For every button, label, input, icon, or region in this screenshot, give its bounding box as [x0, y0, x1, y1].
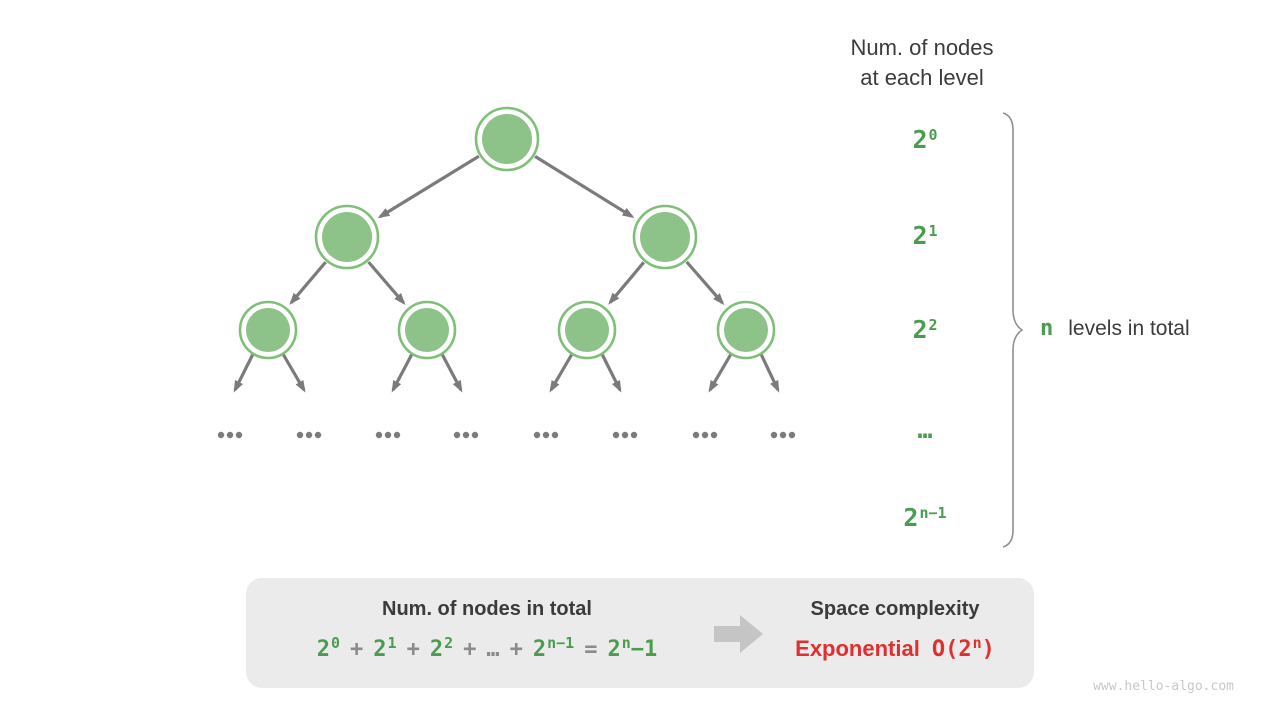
- formula-token: …: [486, 637, 500, 662]
- leaf-arrow: [600, 353, 622, 393]
- level-label-2-base: 2: [912, 315, 928, 344]
- ellipsis-dot: [305, 431, 313, 439]
- tree-node-ring: [474, 106, 540, 172]
- tree-edge: [289, 261, 327, 305]
- ellipsis-dot: [533, 431, 541, 439]
- formula-token: 21: [373, 634, 397, 662]
- complexity-value: Exponential O(2n): [770, 633, 1020, 668]
- ellipsis-dot: [788, 431, 796, 439]
- big-o-notation: O(2n): [931, 634, 995, 662]
- level-label-2-exp: 2: [928, 316, 938, 334]
- formula-token: +: [350, 637, 364, 662]
- tree-node-ring: [557, 300, 617, 360]
- tree-edge: [534, 155, 635, 219]
- tree-node-ring: [397, 300, 457, 360]
- levels-note: n levels in total: [1040, 316, 1190, 341]
- tree-node: [246, 308, 290, 352]
- column-header-line2: at each level: [860, 65, 984, 90]
- ellipsis-dot: [770, 431, 778, 439]
- formula-token: =: [584, 637, 598, 662]
- leaf-arrow: [281, 353, 306, 393]
- ellipsis-dot: [453, 431, 461, 439]
- level-label-0: 20: [855, 122, 995, 161]
- ellipsis-dot: [393, 431, 401, 439]
- ellipsis-dot: [542, 431, 550, 439]
- level-label-1-base: 2: [912, 221, 928, 250]
- tree-node: [405, 308, 449, 352]
- tree-node-ring: [716, 300, 776, 360]
- tree-node: [640, 212, 690, 262]
- ellipsis-dot: [462, 431, 470, 439]
- summary-panel: [246, 578, 1034, 688]
- tree-edge: [608, 261, 646, 305]
- leaf-arrow: [549, 353, 574, 393]
- level-label-n-1-base: 2: [903, 503, 919, 532]
- leaf-arrow: [440, 353, 463, 393]
- ellipsis-dot: [692, 431, 700, 439]
- big-o-exp: n: [972, 634, 982, 652]
- leaf-arrow: [759, 353, 780, 393]
- level-label-ellipsis: …: [855, 412, 995, 448]
- leaf-arrow: [708, 353, 733, 393]
- level-label-ellipsis-base: …: [917, 415, 933, 444]
- formula-token: 20: [316, 634, 341, 662]
- nodes-total-title: Num. of nodes in total: [382, 598, 592, 620]
- ellipsis-dot: [226, 431, 234, 439]
- ellipsis-dot: [375, 431, 383, 439]
- tree-node-ring: [632, 204, 698, 270]
- level-label-2: 22: [855, 312, 995, 351]
- tree-edge: [367, 260, 406, 305]
- formula-token: +: [463, 637, 477, 662]
- big-o-open: O(2: [931, 637, 972, 662]
- level-label-0-exp: 0: [928, 126, 938, 144]
- ellipsis-dot: [384, 431, 392, 439]
- ellipsis-dot: [612, 431, 620, 439]
- ellipsis-dot: [235, 431, 243, 439]
- watermark: www.hello-algo.com: [1093, 679, 1234, 694]
- leaf-arrow: [391, 353, 414, 393]
- levels-note-n: n: [1040, 316, 1054, 341]
- tree-node: [724, 308, 768, 352]
- leaf-arrow: [233, 353, 255, 393]
- ellipsis-dot: [630, 431, 638, 439]
- brace: [1002, 112, 1024, 548]
- formula-token: +: [509, 637, 523, 662]
- binary-tree: [217, 106, 796, 439]
- levels-note-text: levels in total: [1068, 317, 1190, 340]
- space-complexity-title: Space complexity: [810, 598, 980, 620]
- tree-node: [322, 212, 372, 262]
- level-label-1-exp: 1: [928, 222, 938, 240]
- ellipsis-dot: [779, 431, 787, 439]
- level-label-n-1-exp: n−1: [919, 504, 947, 522]
- formula-token: 22: [429, 634, 454, 662]
- column-header: Num. of nodes at each level: [822, 33, 1022, 93]
- level-label-1: 21: [855, 218, 995, 257]
- formula-token: 2n−1: [532, 634, 575, 662]
- tree-node-ring: [314, 204, 380, 270]
- tree-node: [565, 308, 609, 352]
- ellipsis-dot: [551, 431, 559, 439]
- tree-edge: [377, 154, 480, 219]
- nodes-total-formula: 20 +21 +22 + … +2n−1 = 2n−1: [247, 634, 727, 667]
- ellipsis-dot: [701, 431, 709, 439]
- ellipsis-dot: [710, 431, 718, 439]
- ellipsis-dot: [217, 431, 225, 439]
- level-label-0-base: 2: [912, 125, 928, 154]
- level-label-n-1: 2n−1: [855, 500, 995, 539]
- formula-token: 2n−1: [607, 634, 658, 662]
- tree-edge: [685, 260, 725, 306]
- ellipsis-dot: [296, 431, 304, 439]
- complexity-word: Exponential: [795, 636, 920, 661]
- ellipsis-dot: [621, 431, 629, 439]
- ellipsis-dot: [314, 431, 322, 439]
- tree-node-ring: [238, 300, 298, 360]
- ellipsis-dot: [471, 431, 479, 439]
- big-o-close: ): [981, 637, 995, 662]
- column-header-line1: Num. of nodes: [850, 35, 994, 60]
- formula-token: +: [406, 637, 420, 662]
- tree-node: [482, 114, 532, 164]
